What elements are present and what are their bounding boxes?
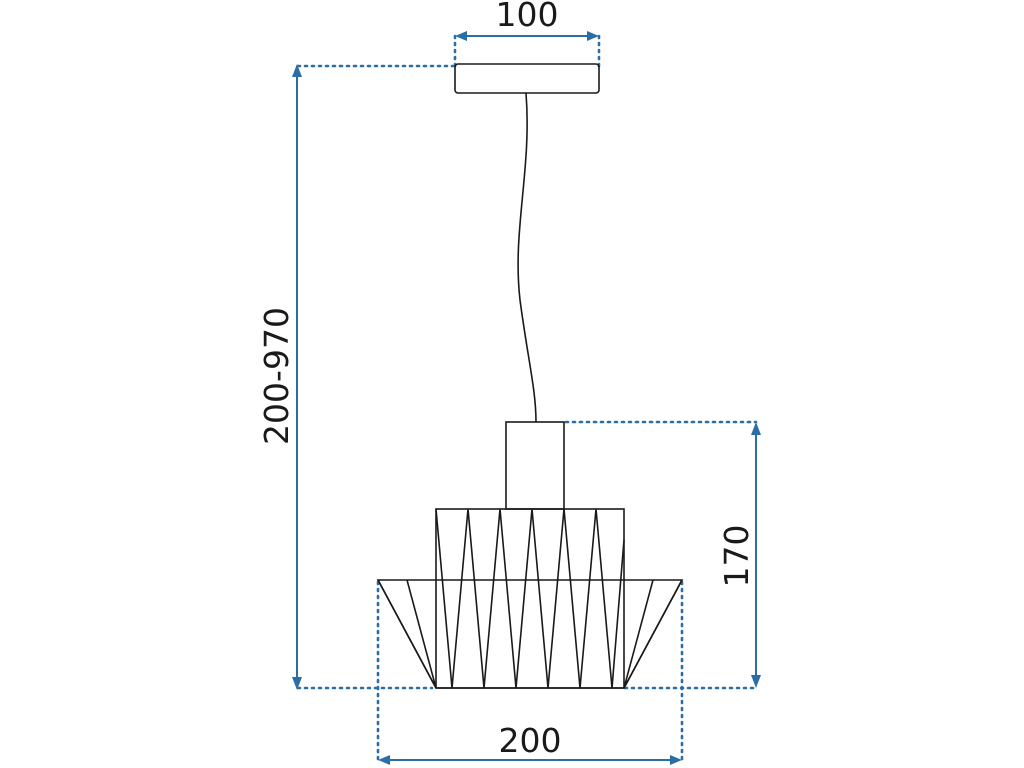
left-flare-folds [377, 579, 437, 689]
canopy-width-label: 100 [496, 0, 559, 34]
hanging-height-dimension: 200-970 [257, 64, 455, 690]
arrow-down-icon [751, 675, 761, 688]
arrow-left-icon [378, 755, 390, 765]
socket-holder [505, 421, 565, 510]
right-flare-folds [623, 579, 683, 689]
arrow-down-icon [292, 677, 302, 690]
pleat-zigzag [435, 508, 625, 689]
shade-width-dimension: 200 [376, 580, 684, 765]
arrow-left-icon [455, 31, 467, 41]
shade-height-dimension: 170 [564, 420, 761, 690]
suspension-cable [517, 92, 537, 423]
lower-shade [376, 579, 684, 689]
lamp-outline [376, 63, 684, 689]
arrow-right-icon [670, 755, 682, 765]
arrow-right-icon [587, 31, 599, 41]
shade-height-label: 170 [717, 525, 756, 588]
hanging-height-label: 200-970 [257, 307, 296, 445]
arrow-up-icon [751, 422, 761, 435]
ceiling-canopy [454, 63, 600, 94]
arrow-up-icon [292, 64, 302, 77]
shade-width-label: 200 [499, 721, 562, 760]
canopy-width-dimension: 100 [453, 0, 601, 68]
